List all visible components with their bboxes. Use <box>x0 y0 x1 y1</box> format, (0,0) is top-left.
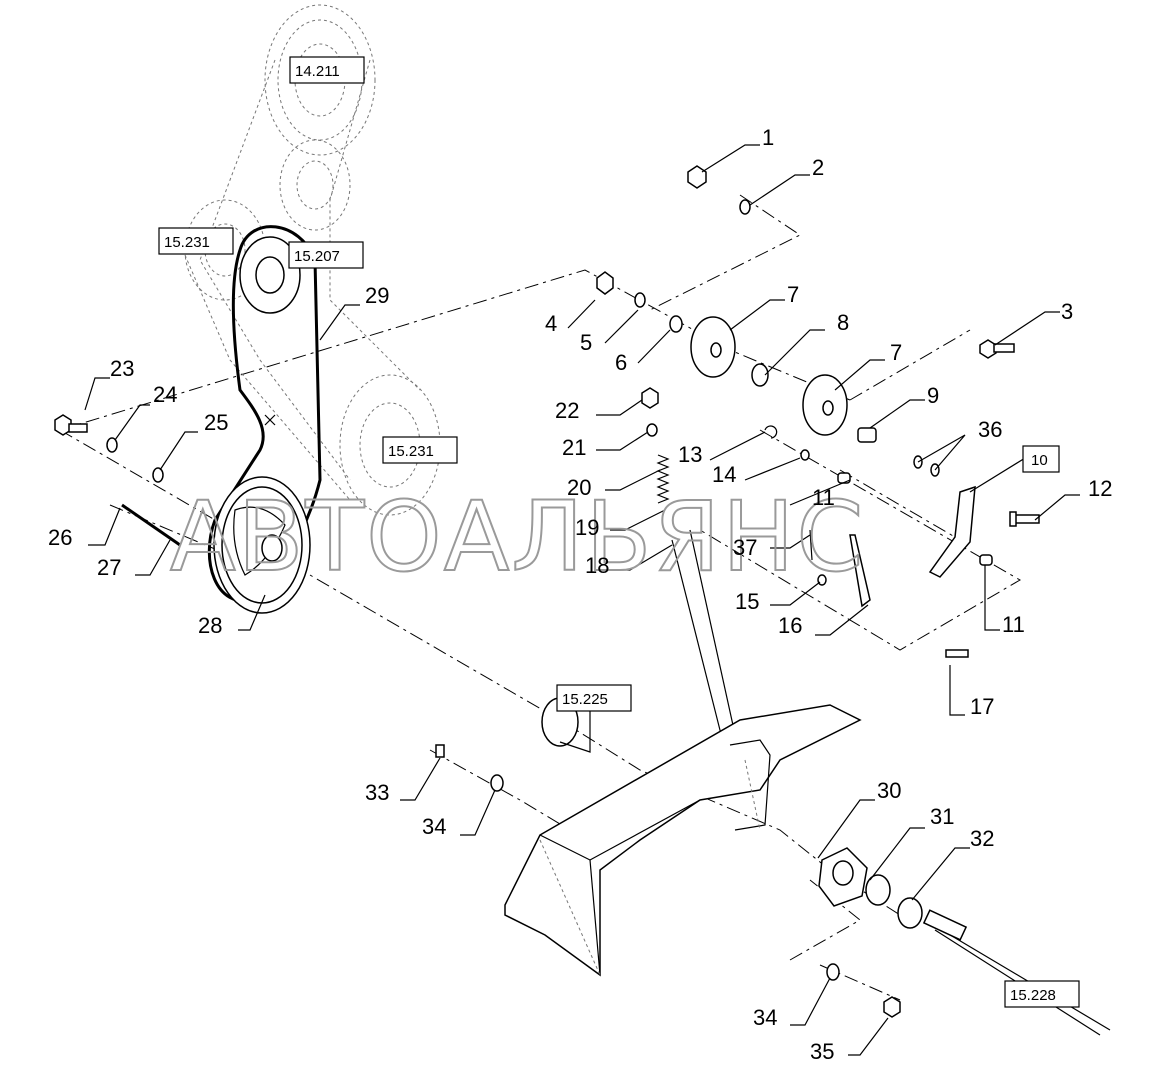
ref-box <box>289 56 365 84</box>
frame-and-rod <box>504 529 1111 1036</box>
callout: 12 <box>1088 476 1112 501</box>
ref-label: 14.211 <box>295 63 340 80</box>
callout: 29 <box>365 283 389 308</box>
ref-box <box>1022 445 1060 473</box>
callout: 9 <box>927 383 939 408</box>
callout: 19 <box>575 515 599 540</box>
callout: 7 <box>890 340 902 365</box>
callout: 30 <box>877 778 901 803</box>
callout: 15 <box>735 589 759 614</box>
ref-box <box>288 241 364 269</box>
callout: 24 <box>153 382 177 407</box>
belt-and-pulley <box>207 225 322 614</box>
callout-labels: 1 2 3 4 5 6 7 8 7 9 36 12 11 11 13 14 22… <box>48 125 1112 1064</box>
callout: 18 <box>585 553 609 578</box>
callout: 7 <box>787 282 799 307</box>
callout: 25 <box>204 410 228 435</box>
leader-lines <box>84 144 1080 1056</box>
watermark-logo: АВТОАЛЬЯНС <box>170 481 865 593</box>
callout: 6 <box>615 350 627 375</box>
callout: 8 <box>837 310 849 335</box>
callout: 34 <box>422 814 446 839</box>
reference-boxes: 14.211 15.231 15.207 15.231 15.225 10 15… <box>158 56 1080 1008</box>
callout: 37 <box>733 535 757 560</box>
ref-label: 15.225 <box>562 691 608 708</box>
callout: 3 <box>1061 299 1073 324</box>
ref-box <box>1004 980 1080 1008</box>
callout: 36 <box>978 417 1002 442</box>
callout: 11 <box>1002 612 1025 637</box>
callout: 1 <box>762 125 774 150</box>
callout: 35 <box>810 1039 834 1064</box>
callout: 21 <box>562 435 586 460</box>
callout: 28 <box>198 613 222 638</box>
callout: 27 <box>97 555 121 580</box>
callout: 32 <box>970 826 994 851</box>
callout: 31 <box>930 804 954 829</box>
callout: 4 <box>545 311 557 336</box>
callout: 23 <box>110 356 134 381</box>
callout: 2 <box>812 155 824 180</box>
callout: 17 <box>970 694 994 719</box>
callout: 11 <box>812 485 835 510</box>
callout: 14 <box>712 462 736 487</box>
ref-box <box>382 436 458 464</box>
ref-label: 15.231 <box>388 443 434 460</box>
callout: 26 <box>48 525 72 550</box>
ref-box <box>556 684 632 712</box>
ref-label: 15.207 <box>294 248 340 265</box>
callout: 33 <box>365 780 389 805</box>
callout: 5 <box>580 330 592 355</box>
ref-label: 10 <box>1031 452 1048 469</box>
ref-label: 15.231 <box>164 234 210 251</box>
callout: 20 <box>567 475 591 500</box>
callout: 34 <box>753 1005 777 1030</box>
ref-label: 15.228 <box>1010 987 1056 1004</box>
callout: 22 <box>555 398 579 423</box>
callout: 13 <box>678 442 702 467</box>
ref-box <box>158 227 234 255</box>
hardware-parts <box>54 165 1040 1018</box>
callout: 16 <box>778 613 802 638</box>
